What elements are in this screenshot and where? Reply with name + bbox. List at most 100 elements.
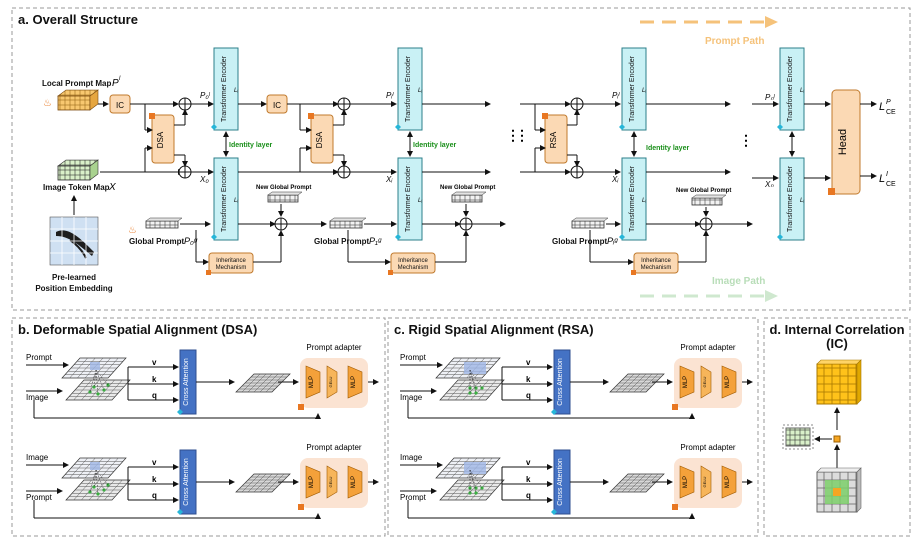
x0-label: X₀ — [199, 175, 209, 184]
ic-module-1: IC — [266, 94, 288, 114]
encoder-text-i0: Transformer Encoder — [221, 165, 228, 232]
identity-layer-label-i: Identity layer — [646, 145, 689, 152]
prompt-adapter-label: Prompt adapter — [306, 343, 361, 352]
prompt-adapter-label: Prompt adapter — [680, 443, 735, 452]
global-prompt-label-0: Global Prompt — [129, 237, 184, 246]
trainable-star-icon — [777, 234, 783, 240]
new-global-prompt-0 — [267, 191, 303, 203]
panel-d-title: d. Internal Correlation — [769, 322, 904, 337]
mlp-left-shape — [305, 465, 321, 499]
q-label: q — [152, 391, 157, 400]
p0l-label: P₀ˡ — [200, 91, 211, 100]
encoder-text-ii: Transformer Encoder — [629, 165, 636, 232]
gelu-shape — [326, 365, 338, 399]
dsa-label-0: DSA — [156, 131, 165, 148]
input-bottom-label: Image — [400, 393, 423, 402]
encoder-li-p1: Lᵢ — [418, 88, 422, 94]
mlp-right-shape — [721, 365, 737, 399]
mlp-left-shape — [679, 365, 695, 399]
trainable-marker — [672, 504, 678, 510]
encoder-li-pn: Lᵢ — [800, 88, 804, 94]
panel-a-title: a. Overall Structure — [18, 12, 138, 27]
k-label: k — [152, 375, 157, 384]
rsa-label: RSA — [549, 131, 558, 148]
svg-text:CE: CE — [886, 181, 896, 188]
new-global-prompt-label-i: New Global Prompt — [676, 188, 731, 194]
input-top-label: Image — [26, 453, 49, 462]
transformer-encoder-image-n: Transformer Encoder Lᵢ — [777, 157, 805, 241]
sample-point-4 — [88, 390, 92, 394]
feature-grid-bottom — [439, 479, 505, 501]
mlp-left-label: MLP — [683, 476, 689, 488]
image-token-symbol: X — [108, 182, 116, 193]
transformer-encoder-prompt-n: Transformer Encoder Lᵢ — [777, 47, 805, 131]
sample-point-4 — [474, 391, 478, 395]
ic-module-0: IC — [109, 94, 131, 114]
k-label: k — [526, 375, 531, 384]
k-label: k — [526, 475, 531, 484]
trainable-star-icon — [619, 124, 625, 130]
encoder-text-pn: Transformer Encoder — [787, 55, 794, 122]
position-embedding-image — [49, 216, 99, 266]
pil-label-i: Pᵢˡ — [612, 91, 620, 100]
sample-region — [90, 362, 100, 370]
encoder-li-pi: Lᵢ — [642, 88, 646, 94]
image-path-arrowhead — [765, 290, 778, 302]
sample-region — [464, 462, 486, 474]
prompt-path-label: Prompt Path — [705, 36, 764, 47]
gelu-shape — [700, 365, 712, 399]
loss-prompt: L P CE — [879, 99, 896, 116]
trainable-marker — [672, 404, 678, 410]
transformer-encoder-image-1: Transformer Encoder Lᵢ — [395, 157, 423, 241]
ellipsis-3: ⋮ — [739, 132, 753, 148]
svg-text:L: L — [879, 173, 885, 185]
cross-attention-label: Cross Attention — [557, 458, 564, 506]
global-prompt-p0 — [145, 217, 183, 229]
feature-grid-bottom — [65, 379, 131, 401]
ic-output-grid — [816, 363, 858, 405]
p0g-symbol: P₀ᵍ — [184, 236, 198, 246]
trainable-marker — [298, 404, 304, 410]
image-token-map-label: Image Token Map — [43, 183, 110, 192]
prompt-adapter-label: Prompt adapter — [680, 343, 735, 352]
global-prompt-label-i: Global Prompt — [552, 237, 607, 246]
trainable-star-icon — [777, 124, 783, 130]
k-label: k — [152, 475, 157, 484]
panel-c-frame — [387, 317, 759, 537]
ellipsis-2: ⋮ — [515, 127, 529, 143]
global-prompt-label-1: Global Prompt — [314, 237, 369, 246]
mlp-left-label: MLP — [309, 376, 315, 388]
v-label: v — [526, 458, 531, 467]
pos-embed-label-2: Position Embedding — [35, 284, 112, 293]
encoder-li-in: Lᵢ — [800, 198, 804, 204]
ic-center-token — [833, 435, 841, 443]
image-path-label: Image Path — [712, 276, 765, 287]
local-prompt-superscript: l — [119, 76, 121, 82]
identity-layer-label-1: Identity layer — [413, 142, 456, 149]
attended-feature-grid — [235, 473, 291, 493]
inheritance-label-0b: Mechanism — [216, 265, 247, 271]
prompt-adapter-label: Prompt adapter — [306, 443, 361, 452]
attended-feature-grid — [235, 373, 291, 393]
ic-diagram — [782, 359, 862, 513]
inheritance-mechanism-0: Inheritance Mechanism — [206, 252, 254, 275]
trainable-marker — [298, 504, 304, 510]
input-bottom-label: Prompt — [400, 493, 427, 502]
input-top-label: Image — [400, 453, 423, 462]
rsa-module: RSA — [542, 113, 568, 164]
encoder-text-i1: Transformer Encoder — [405, 165, 412, 232]
input-top-label: Prompt — [400, 353, 427, 362]
pos-embed-label-1: Pre-learned — [52, 273, 96, 282]
local-prompt-map — [57, 89, 99, 111]
q-label: q — [152, 491, 157, 500]
encoder-li-p0: Lᵢ — [234, 88, 238, 94]
encoder-li-i1: Lᵢ — [418, 198, 422, 204]
mlp-left-label: MLP — [683, 376, 689, 388]
mlp-right-shape — [721, 465, 737, 499]
q-label: q — [526, 391, 531, 400]
head-label: Head — [837, 129, 849, 155]
sample-point-3 — [468, 391, 472, 395]
mlp-right-label: MLP — [351, 376, 357, 388]
